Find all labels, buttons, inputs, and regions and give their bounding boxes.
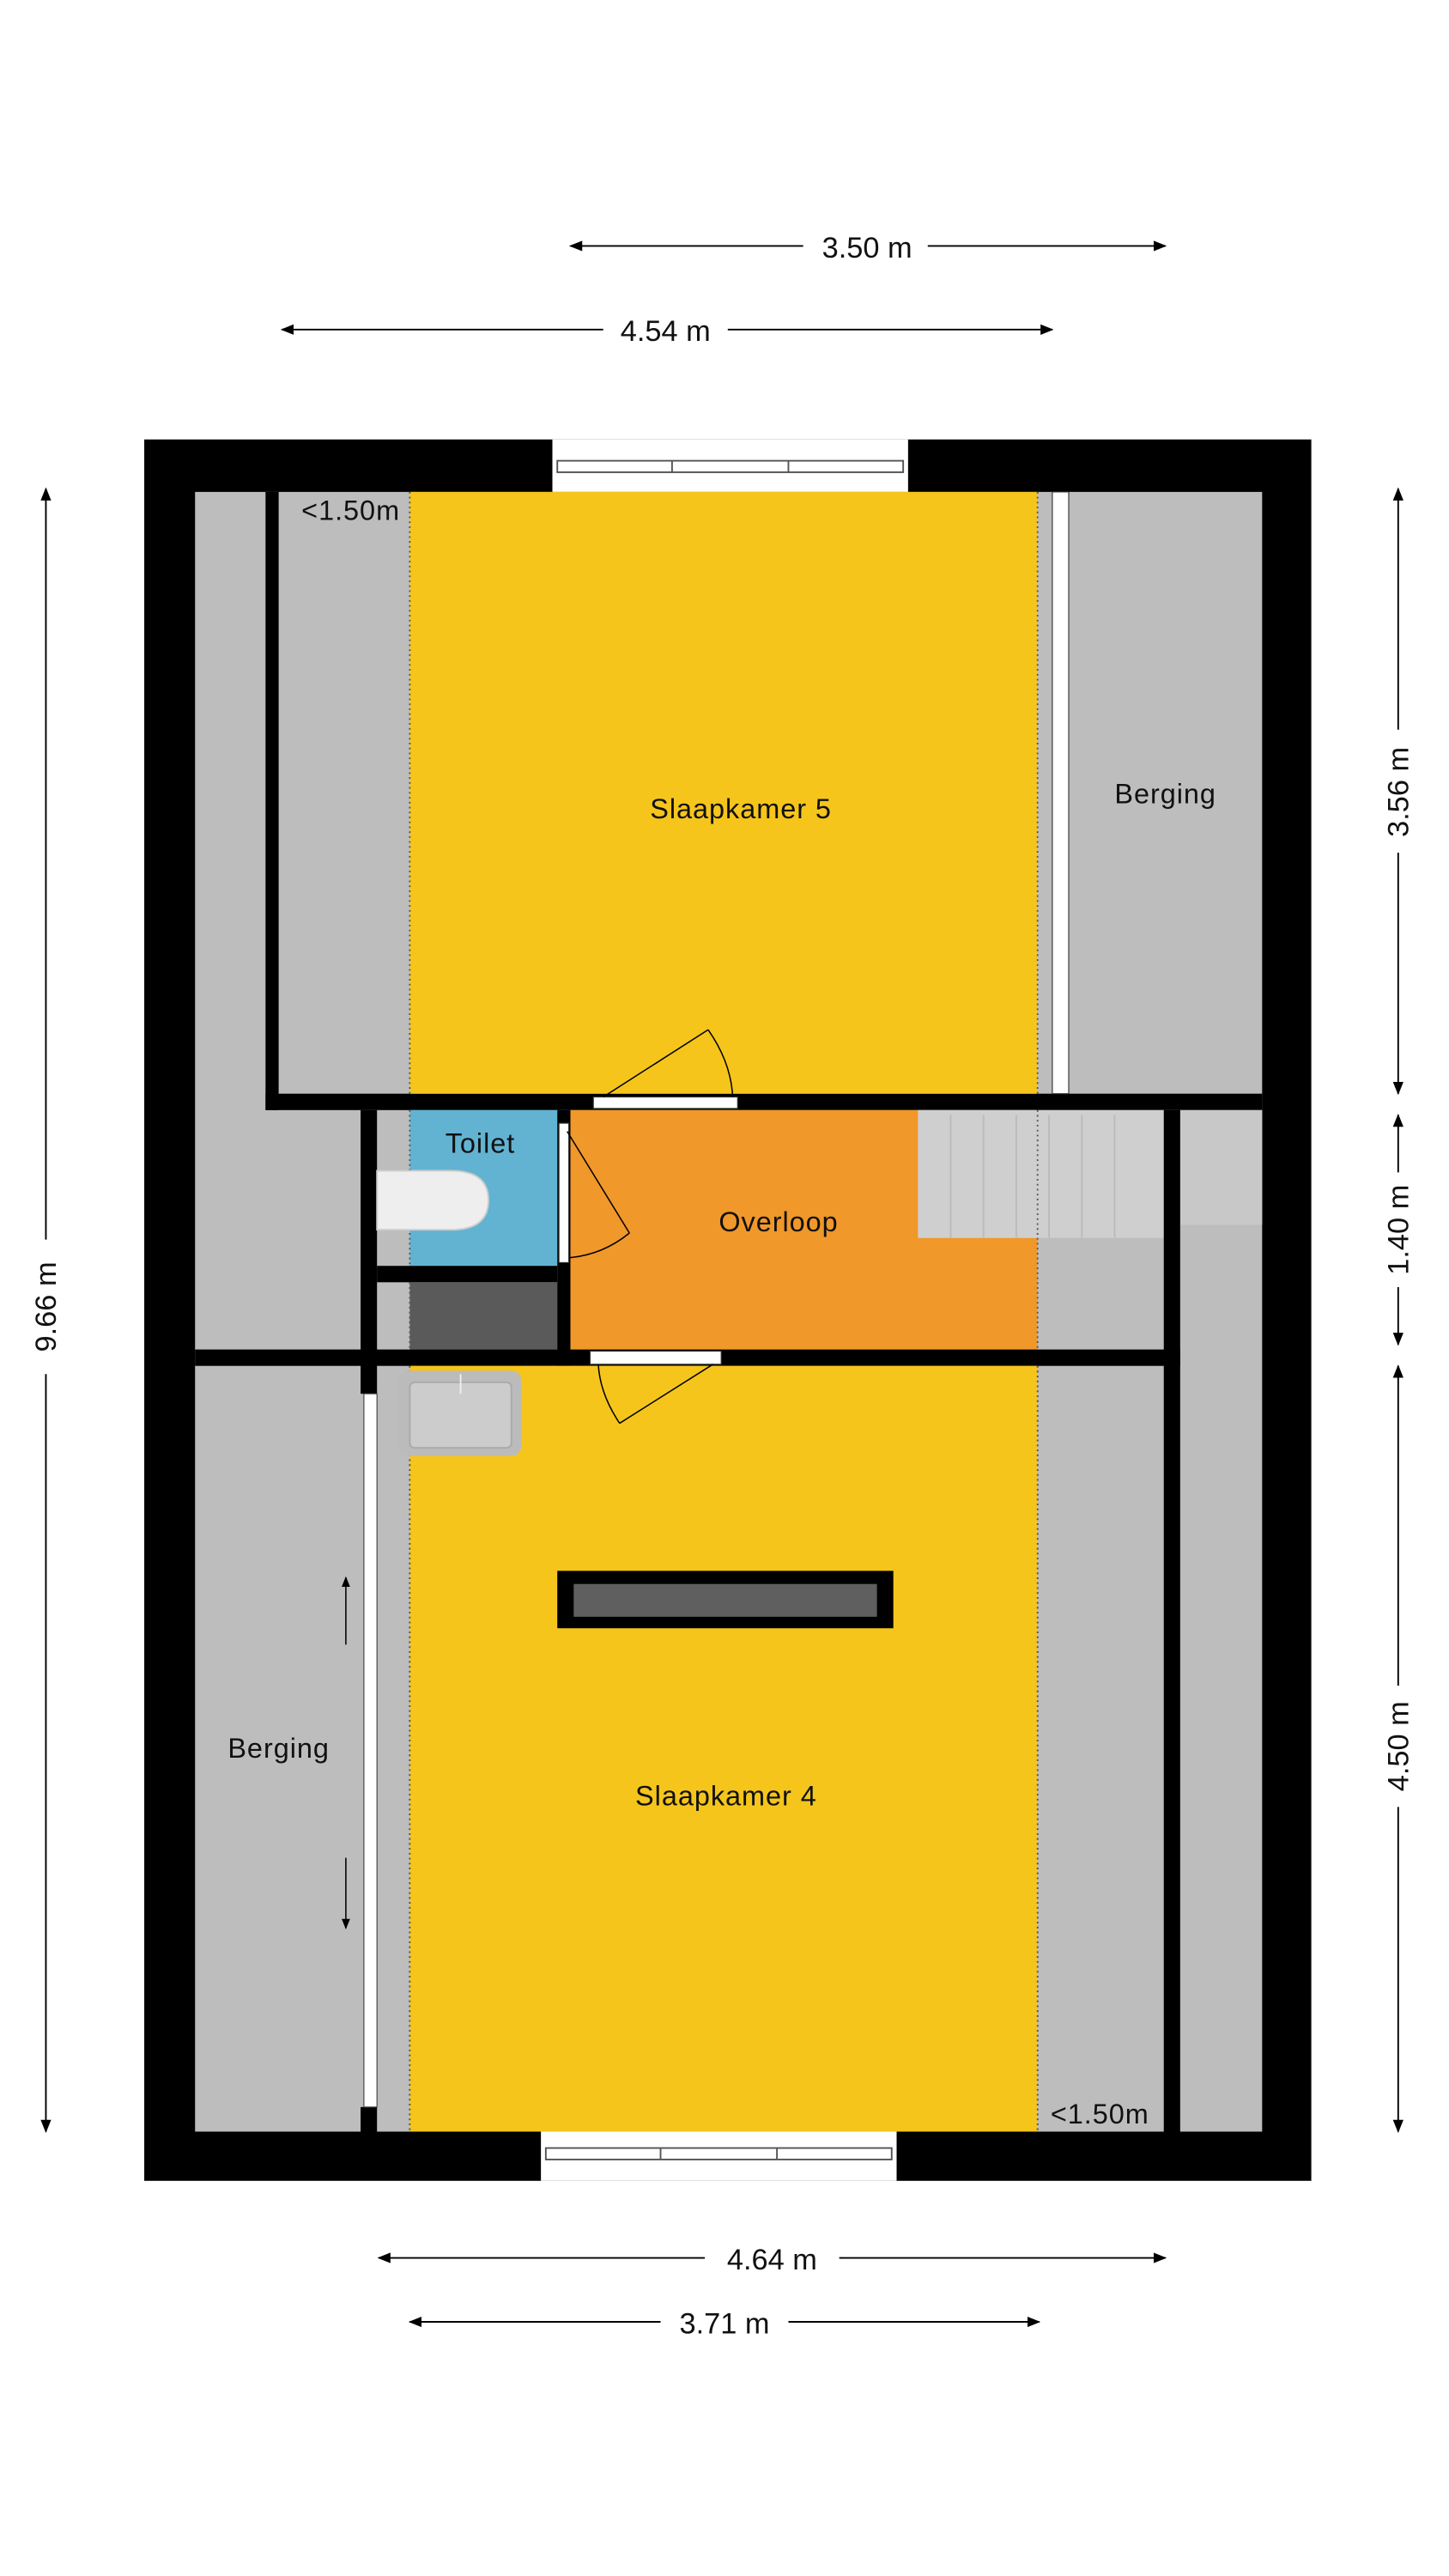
svg-text:4.50 m: 4.50 m (1382, 1701, 1415, 1791)
dimension-right-1: 3.56 m (1382, 487, 1415, 1096)
wall (361, 2106, 378, 2132)
room-slaapkamer-5 (409, 491, 1038, 1094)
label-berging-bottom: Berging (227, 1733, 330, 1764)
wall (1163, 1109, 1180, 2132)
label-slaapkamer-5: Slaapkamer 5 (650, 793, 832, 824)
sink-icon (398, 1370, 522, 1456)
wall (377, 1266, 558, 1283)
svg-text:4.54 m: 4.54 m (621, 315, 711, 348)
dimension-top-2: 4.54 m (280, 315, 1054, 348)
wall (265, 491, 279, 1110)
low-height-note-top: <1.50m (301, 495, 400, 526)
wall (361, 1109, 378, 1394)
dimension-right-3: 4.50 m (1382, 1364, 1415, 2134)
window-top (552, 439, 908, 492)
svg-text:3.56 m: 3.56 m (1382, 747, 1415, 837)
dimension-top-1: 3.50 m (568, 232, 1167, 264)
svg-text:3.50 m: 3.50 m (822, 232, 912, 264)
svg-text:9.66 m: 9.66 m (30, 1261, 63, 1352)
door-slaapkamer-4[interactable] (589, 1350, 722, 1425)
svg-text:4.64 m: 4.64 m (727, 2244, 817, 2276)
staircase (918, 1109, 1263, 1238)
label-slaapkamer-4: Slaapkamer 4 (635, 1780, 817, 1811)
low-height-note-bottom: <1.50m (1051, 2099, 1149, 2129)
dimension-bottom-1: 4.64 m (377, 2244, 1167, 2276)
dimension-left-total: 9.66 m (30, 487, 63, 2134)
dimension-bottom-2: 3.71 m (408, 2307, 1041, 2340)
sliding-door[interactable] (363, 1393, 378, 2108)
label-berging-top: Berging (1114, 779, 1216, 810)
storage-box (409, 1282, 558, 1350)
svg-text:3.71 m: 3.71 m (679, 2307, 769, 2340)
label-toilet: Toilet (446, 1127, 515, 1158)
svg-text:1.40 m: 1.40 m (1382, 1185, 1415, 1275)
dimension-right-2: 1.40 m (1382, 1114, 1415, 1346)
room-slaapkamer-4 (409, 1365, 1038, 2132)
window-bottom (541, 2131, 897, 2181)
label-overloop: Overloop (718, 1206, 838, 1237)
skylight-strip (1052, 491, 1070, 1095)
door-toilet[interactable] (558, 1122, 630, 1263)
door-slaapkamer-5[interactable] (592, 1029, 738, 1109)
toilet-bowl-icon (376, 1170, 489, 1231)
wall (265, 1093, 1263, 1110)
